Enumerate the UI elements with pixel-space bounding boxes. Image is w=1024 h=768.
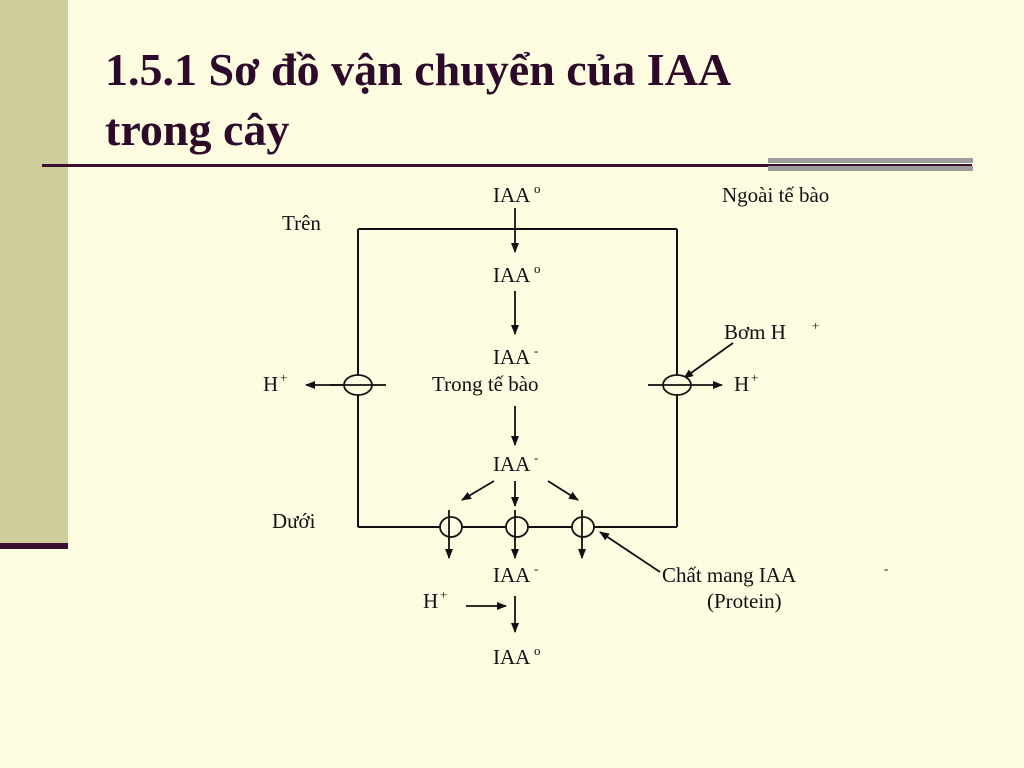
svg-text:H: H <box>734 372 749 396</box>
carrier-center <box>505 510 529 540</box>
title-line-2: trong cây <box>105 104 290 155</box>
sidebar-foot-bar <box>0 543 68 549</box>
svg-text:IAA: IAA <box>493 263 531 287</box>
carrier-right <box>571 510 595 540</box>
svg-text:o: o <box>534 643 541 658</box>
svg-text:IAA: IAA <box>493 345 531 369</box>
proton-bottom: H + <box>423 587 447 613</box>
proton-pump-right <box>648 374 692 396</box>
arrow-to-carrier-left <box>461 480 495 501</box>
svg-text:IAA: IAA <box>493 183 531 207</box>
svg-text:+: + <box>280 370 287 385</box>
title-underline-accent <box>768 158 973 178</box>
bottom-label: Dưới <box>272 509 316 533</box>
carrier-left <box>439 510 463 540</box>
proton-pump-left <box>330 374 386 396</box>
title-underline <box>42 164 972 167</box>
svg-text:H: H <box>423 589 438 613</box>
svg-text:+: + <box>751 370 758 385</box>
proton-right: H + <box>734 370 758 396</box>
iaa-neutral-below: IAA o <box>493 643 541 669</box>
iaa-neutral-outside: IAA o <box>493 181 541 207</box>
title-line-1: 1.5.1 Sơ đồ vận chuyển của IAA <box>105 44 732 95</box>
svg-text:IAA: IAA <box>493 452 531 476</box>
inside-cell-label: Trong tế bào <box>432 372 539 396</box>
svg-text:-: - <box>534 561 538 576</box>
svg-text:o: o <box>534 181 541 196</box>
iaa-anion-inside: IAA - <box>493 343 538 369</box>
iaa-anion-bottom: IAA - <box>493 450 538 476</box>
svg-text:Chất mang IAA: Chất mang IAA <box>662 563 797 587</box>
arrow-to-carrier-right <box>547 480 579 501</box>
outside-cell-label: Ngoài tế bào <box>722 183 829 207</box>
svg-text:-: - <box>534 343 538 358</box>
arrow-carrier-pointer <box>599 531 661 573</box>
carrier-protein-label: (Protein) <box>707 589 782 613</box>
svg-text:Bơm H: Bơm H <box>724 320 786 344</box>
svg-text:-: - <box>884 561 888 576</box>
sidebar-decoration <box>0 0 68 548</box>
svg-text:H: H <box>263 372 278 396</box>
svg-text:+: + <box>440 587 447 602</box>
svg-text:-: - <box>534 450 538 465</box>
svg-text:IAA: IAA <box>493 645 531 669</box>
iaa-anion-below: IAA - <box>493 561 538 587</box>
carrier-label: Chất mang IAA - <box>662 561 888 587</box>
proton-left: H + <box>263 370 287 396</box>
slide-title: 1.5.1 Sơ đồ vận chuyển của IAA trong cây <box>105 40 905 160</box>
iaa-neutral-inside: IAA o <box>493 261 541 287</box>
top-label: Trên <box>282 211 321 235</box>
svg-text:o: o <box>534 261 541 276</box>
pump-label: Bơm H + <box>724 318 819 344</box>
arrow-pump-pointer <box>683 342 734 379</box>
svg-text:+: + <box>812 318 819 333</box>
svg-text:IAA: IAA <box>493 563 531 587</box>
